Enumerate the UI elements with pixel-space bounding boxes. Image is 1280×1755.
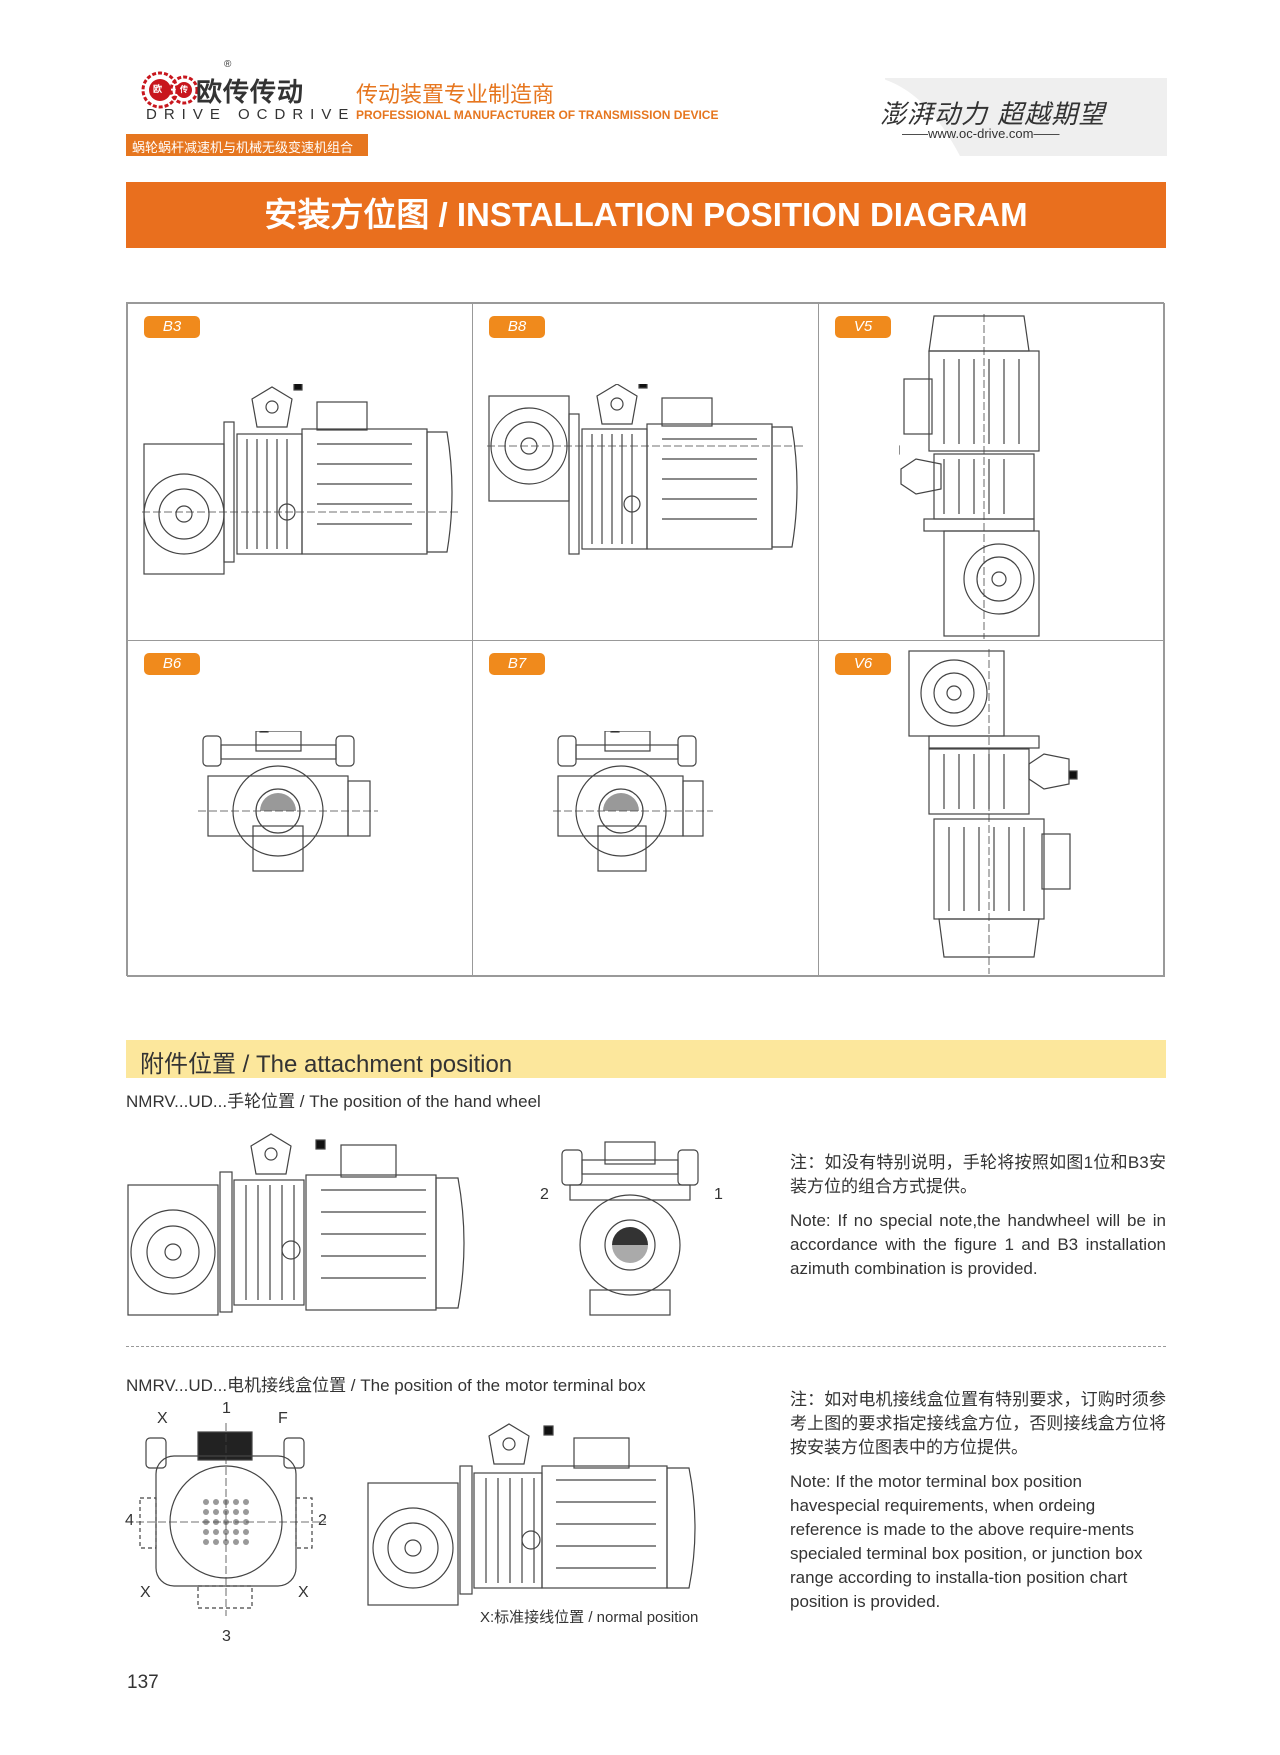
slogan: 澎湃动力 超越期望 xyxy=(880,100,1106,130)
position-badge: B3 xyxy=(144,316,200,338)
terminal-label-f: F xyxy=(278,1410,288,1427)
page-title: 安装方位图 / INSTALLATION POSITION DIAGRAM xyxy=(264,196,1028,233)
attachment-section-bar xyxy=(126,1040,1166,1078)
title-banner: 安装方位图 / INSTALLATION POSITION DIAGRAM xyxy=(126,182,1166,248)
position-badge: B7 xyxy=(489,653,545,675)
terminal-label-1: 1 xyxy=(222,1400,231,1417)
terminal-box-note-en: Note: If the motor terminal box position… xyxy=(790,1472,1143,1611)
terminal-box-side-drawing-icon xyxy=(367,1423,696,1606)
terminal-label-4: 4 xyxy=(125,1512,134,1529)
brand-name-en: DRIVE OCDRIVE xyxy=(146,106,356,123)
position-cell-b8: B8 xyxy=(472,303,819,641)
attachment-section-title: 附件位置 / The attachment position xyxy=(140,1051,513,1078)
handwheel-heading: NMRV...UD...手轮位置 / The position of the h… xyxy=(126,1092,541,1111)
handwheel-note-en: Note: If no special note,the handwheel w… xyxy=(790,1211,1166,1278)
position-cell-b3: B3 xyxy=(127,303,473,641)
terminal-box-heading: NMRV...UD...电机接线盒位置 / The position of th… xyxy=(126,1376,646,1395)
handwheel-front-drawing-icon xyxy=(561,1141,699,1316)
logo-char-1: 欧 xyxy=(153,84,163,94)
position-badge: V6 xyxy=(835,653,891,675)
b3-drawing-icon xyxy=(142,384,460,575)
handwheel-side-drawing-icon xyxy=(127,1133,465,1316)
handwheel-label-left: 2 xyxy=(540,1186,549,1203)
page-number: 137 xyxy=(127,1672,159,1693)
oc-logo-icon xyxy=(141,71,199,109)
brand-name-cn: 欧传传动 xyxy=(196,77,305,107)
handwheel-note-cn: 注：如没有特别说明，手轮将按照如图1位和B3安装方位的组合方式提供。 xyxy=(790,1153,1166,1196)
b6-drawing-icon xyxy=(198,731,378,872)
position-badge: V5 xyxy=(835,316,891,338)
position-badge: B8 xyxy=(489,316,545,338)
terminal-box-front-drawing-icon xyxy=(136,1423,326,1616)
v6-drawing-icon xyxy=(908,649,1078,974)
logo-char-2: 传 xyxy=(180,85,188,94)
position-cell-b7: B7 xyxy=(472,640,819,977)
tagline-cn: 传动装置专业制造商 xyxy=(356,82,555,107)
position-cell-v5: V5 xyxy=(818,303,1165,641)
v5-drawing-icon xyxy=(899,314,1040,639)
position-badge: B6 xyxy=(144,653,200,675)
position-cell-b6: B6 xyxy=(127,640,473,977)
tagline-en: PROFESSIONAL MANUFACTURER OF TRANSMISSIO… xyxy=(356,108,719,122)
b8-drawing-icon xyxy=(487,384,805,555)
subtitle-text: 蜗轮蜗杆减速机与机械无级变速机组合 xyxy=(132,140,354,155)
terminal-label-x-right: X xyxy=(298,1584,309,1601)
terminal-label-2: 2 xyxy=(318,1512,327,1529)
terminal-label-3: 3 xyxy=(222,1628,231,1645)
installation-grid: B3 B8 xyxy=(126,302,1165,977)
handwheel-label-right: 1 xyxy=(714,1186,723,1203)
terminal-label-x-left: X xyxy=(140,1584,151,1601)
subtitle-tab xyxy=(126,134,368,156)
b7-drawing-icon xyxy=(553,731,713,872)
terminal-label-x-top: X xyxy=(157,1410,168,1427)
section-divider xyxy=(126,1346,1166,1347)
terminal-box-caption: X:标准接线位置 / normal position xyxy=(480,1609,699,1626)
position-cell-v6: V6 xyxy=(818,640,1165,977)
registered-mark: ® xyxy=(224,59,232,70)
website: ——www.oc-drive.com—— xyxy=(902,126,1060,141)
terminal-box-note-cn: 注：如对电机接线盒位置有特别要求，订购时须参考上图的要求指定接线盒方位，否则接线… xyxy=(790,1390,1166,1457)
